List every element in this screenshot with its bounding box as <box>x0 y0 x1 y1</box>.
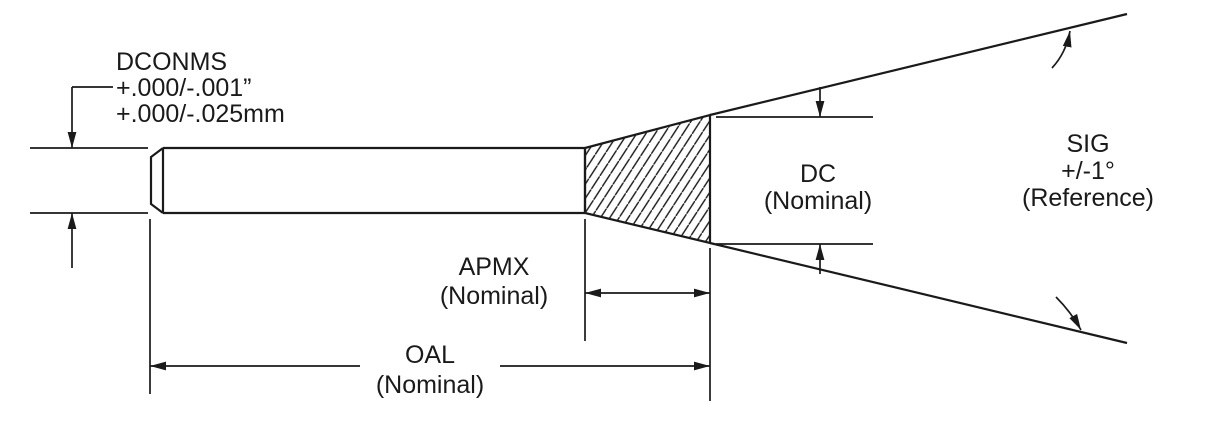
oal-label: OAL <box>405 341 455 369</box>
sig-arc-arrow-bottom <box>1055 296 1082 331</box>
shank-outline <box>149 146 587 215</box>
oal-qualifier: (Nominal) <box>376 371 484 399</box>
dc-label: DC <box>800 160 836 188</box>
tool-body <box>149 113 712 245</box>
sig-angle-lines <box>709 12 1128 345</box>
dconms-tolerance-mm: +.000/-.025mm <box>116 100 285 128</box>
sig-dimension: SIG +/-1° (Reference) <box>1022 30 1154 331</box>
dconms-label: DCONMS <box>116 48 227 76</box>
apmx-label: APMX <box>459 253 530 281</box>
upper-angle-line <box>709 12 1128 117</box>
sig-qualifier: (Reference) <box>1022 184 1154 212</box>
oal-dimension: OAL (Nominal) <box>149 219 710 399</box>
apmx-dimension: APMX (Nominal) <box>440 219 711 401</box>
sig-tolerance: +/-1° <box>1061 157 1115 185</box>
dc-qualifier: (Nominal) <box>764 187 872 215</box>
apmx-qualifier: (Nominal) <box>440 282 548 310</box>
lower-angle-line <box>709 241 1128 345</box>
dc-dimension: DC (Nominal) <box>716 87 873 274</box>
sig-arc-arrow-top <box>1051 30 1072 69</box>
dconms-tolerance-inch: +.000/-.001” <box>116 74 252 102</box>
cutter-head <box>583 113 712 245</box>
dconms-dimension: DCONMS +.000/-.001” +.000/-.025mm <box>30 48 285 268</box>
sig-label: SIG <box>1066 130 1109 158</box>
